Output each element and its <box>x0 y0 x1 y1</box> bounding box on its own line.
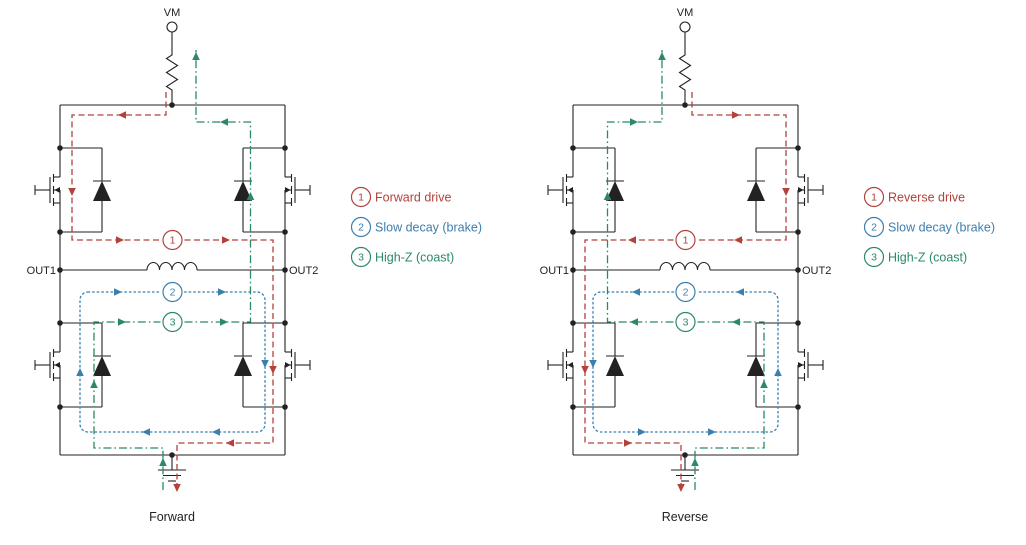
legend-item-high-z: 3 High-Z (coast) <box>863 246 967 268</box>
svg-text:3: 3 <box>683 317 689 329</box>
svg-text:1: 1 <box>170 235 176 247</box>
legend-item-slow-decay: 2 Slow decay (brake) <box>350 216 482 238</box>
reverse-caption: Reverse <box>662 510 709 524</box>
out1-label: OUT1 <box>540 265 569 277</box>
legend-item-reverse-drive: 1 Reverse drive <box>863 186 965 208</box>
vm-label: VM <box>164 7 181 19</box>
out1-label: OUT1 <box>27 265 56 277</box>
legend-item-forward-drive: 1 Forward drive <box>350 186 451 208</box>
legend-label-2: Slow decay (brake) <box>888 221 995 235</box>
legend-label-1: Reverse drive <box>888 191 965 205</box>
forward-legend: 1 Forward drive 2 Slow decay (brake) 3 H… <box>350 186 482 268</box>
legend-num-2: 2 <box>358 222 364 234</box>
legend-badge-1-icon <box>350 186 372 208</box>
path-badge-forward-drive: 1 <box>162 229 183 251</box>
legend-num-1: 1 <box>871 192 877 204</box>
svg-text:2: 2 <box>170 287 176 299</box>
legend-num-1: 1 <box>358 192 364 204</box>
legend-item-slow-decay: 2 Slow decay (brake) <box>863 216 995 238</box>
legend-badge-3-icon <box>863 246 885 268</box>
legend-badge-3-icon <box>350 246 372 268</box>
out2-label: OUT2 <box>802 265 831 277</box>
path-badge-slow-decay: 2 <box>675 281 696 303</box>
out2-label: OUT2 <box>289 265 318 277</box>
legend-badge-1-icon <box>863 186 885 208</box>
path-badge-high-z: 3 <box>675 311 696 333</box>
legend-label-1: Forward drive <box>375 191 451 205</box>
forward-caption: Forward <box>149 510 195 524</box>
legend-num-3: 3 <box>358 252 364 264</box>
legend-badge-2-icon <box>863 216 885 238</box>
reverse-legend: 1 Reverse drive 2 Slow decay (brake) 3 H… <box>863 186 995 268</box>
reverse-current-paths <box>581 50 790 492</box>
path-badge-reverse-drive: 1 <box>675 229 696 251</box>
bridge-circuit <box>548 22 823 481</box>
legend-num-3: 3 <box>871 252 877 264</box>
legend-label-3: High-Z (coast) <box>888 251 967 265</box>
path-badge-high-z: 3 <box>162 311 183 333</box>
legend-label-3: High-Z (coast) <box>375 251 454 265</box>
bridge-circuit <box>35 22 310 481</box>
legend-num-2: 2 <box>871 222 877 234</box>
forward-hbridge-diagram: VM OUT1 OUT2 1 2 3 1 Forward drive 2 <box>27 7 482 524</box>
forward-current-paths <box>68 50 277 492</box>
svg-text:3: 3 <box>170 317 176 329</box>
svg-text:1: 1 <box>683 235 689 247</box>
vm-label: VM <box>677 7 694 19</box>
reverse-hbridge-diagram: VM OUT1 OUT2 1 2 3 1 Reverse drive 2 <box>540 7 995 524</box>
path-badge-slow-decay: 2 <box>162 281 183 303</box>
legend-badge-2-icon <box>350 216 372 238</box>
svg-text:2: 2 <box>683 287 689 299</box>
legend-label-2: Slow decay (brake) <box>375 221 482 235</box>
legend-item-high-z: 3 High-Z (coast) <box>350 246 454 268</box>
